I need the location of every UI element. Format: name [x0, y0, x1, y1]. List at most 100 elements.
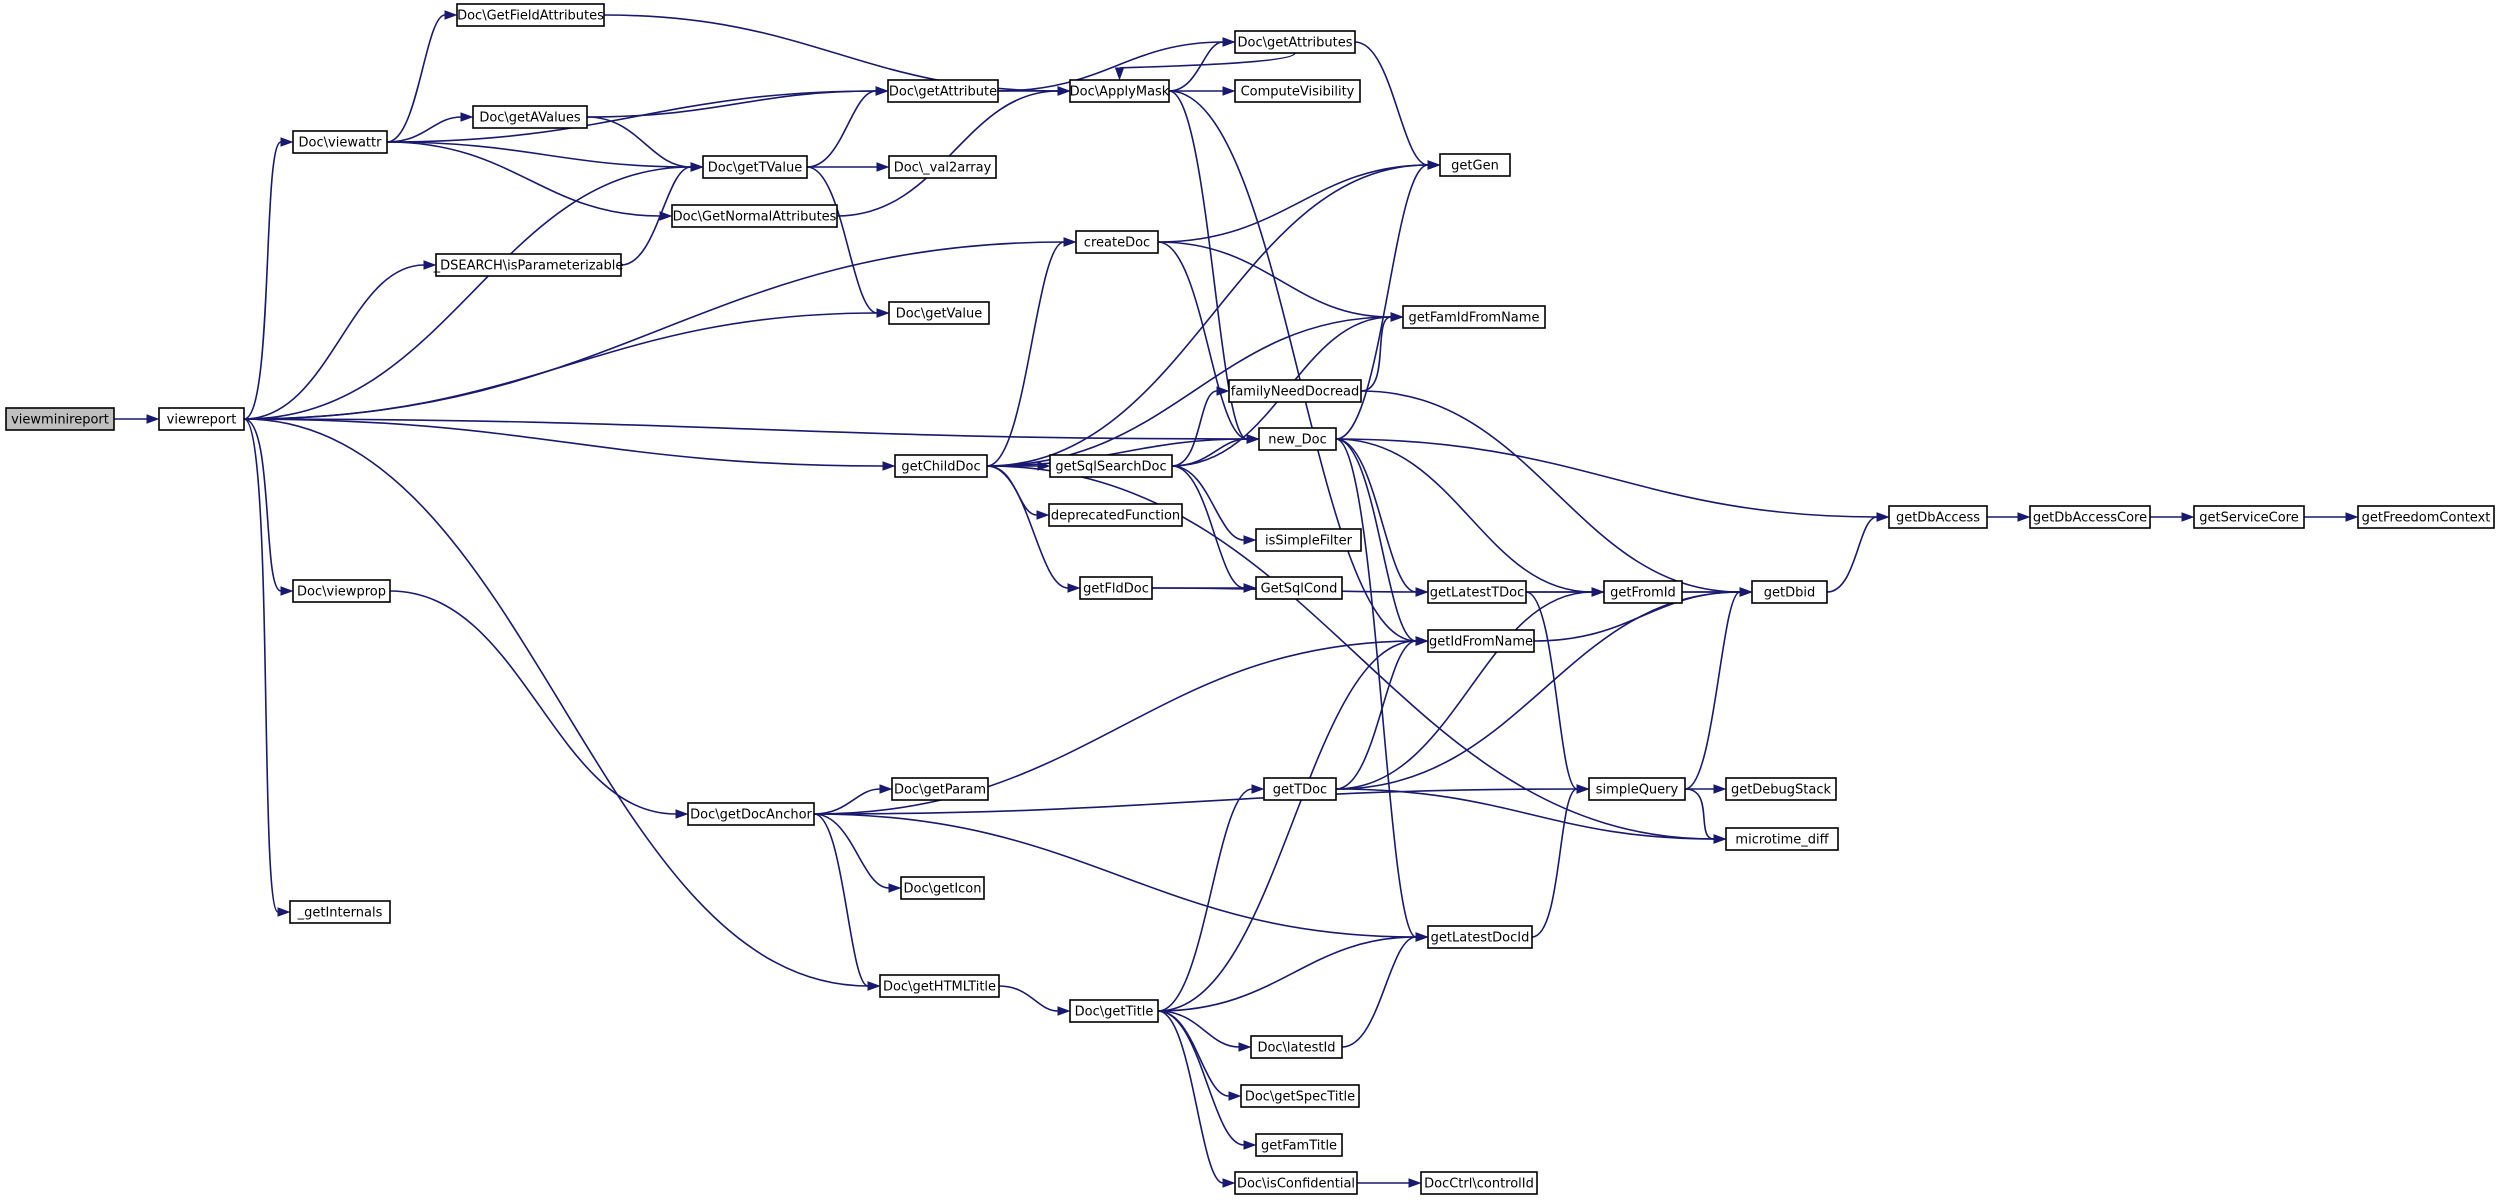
node-get-title[interactable]: Doc\getTitle: [1069, 999, 1159, 1023]
node-get-attribute[interactable]: Doc\getAttribute: [887, 79, 999, 103]
node-get-doc-anchor[interactable]: Doc\getDocAnchor: [687, 802, 815, 826]
node-viewattr[interactable]: Doc\viewattr: [292, 130, 388, 154]
node-box: [5, 407, 115, 431]
edge-get-title-to-get-tdoc: [1157, 784, 1265, 1012]
node-box: [1255, 576, 1343, 600]
node-label: getFromId: [1610, 586, 1676, 601]
node-viewreport[interactable]: viewreport: [158, 407, 245, 431]
node-simple-query[interactable]: simpleQuery: [1588, 777, 1686, 801]
node-label: Doc\isConfidential: [1237, 1177, 1355, 1192]
edge-new-doc-to-get-latest-tdoc: [1335, 438, 1429, 597]
node-box: [1420, 1171, 1538, 1195]
node-label: getGen: [1451, 159, 1499, 174]
node-get-tvalue[interactable]: Doc\getTValue: [702, 155, 808, 179]
node-get-attributes[interactable]: Doc\getAttributes: [1234, 30, 1356, 54]
node-new-doc[interactable]: new_Doc: [1258, 427, 1337, 451]
edge-viewprop-to-get-doc-anchor: [389, 590, 689, 819]
node-box: [887, 79, 999, 103]
node-deprecated-function[interactable]: deprecatedFunction: [1048, 503, 1183, 527]
edge-get-child-doc-to-create-doc: [986, 237, 1077, 467]
node-get-htmltitle[interactable]: Doc\getHTMLTitle: [879, 974, 1000, 998]
node-label: createDoc: [1084, 236, 1150, 251]
node-label: Doc\getHTMLTitle: [883, 980, 996, 995]
node-control-id[interactable]: DocCtrl\controlId: [1420, 1171, 1538, 1195]
node-get-child-doc[interactable]: getChildDoc: [894, 454, 988, 478]
node-get-dbid[interactable]: getDbid: [1751, 580, 1828, 604]
edge-create-doc-to-get-fam-id-from-name: [1157, 241, 1404, 322]
node-family-need-docread[interactable]: familyNeedDocread: [1228, 379, 1362, 403]
node-get-from-id[interactable]: getFromId: [1603, 580, 1683, 604]
node-is-simple-filter[interactable]: isSimpleFilter: [1255, 528, 1362, 552]
node-compute-visibility[interactable]: ComputeVisibility: [1234, 79, 1361, 103]
node-get-icon[interactable]: Doc\getIcon: [900, 876, 985, 900]
edge-create-doc-to-new-doc: [1157, 241, 1260, 444]
node-label: Doc\viewattr: [299, 136, 383, 151]
node-box: [888, 155, 997, 179]
node-get-gen[interactable]: getGen: [1439, 153, 1511, 177]
edge-new-doc-to-get-db-access: [1335, 438, 1890, 522]
node-box: [1234, 79, 1361, 103]
node-get-id-from-name[interactable]: getIdFromName: [1427, 629, 1535, 653]
node-get-sql-cond[interactable]: GetSqlCond: [1255, 576, 1343, 600]
node-get-fam-title[interactable]: getFamTitle: [1255, 1133, 1343, 1157]
node-get-normal-attributes[interactable]: Doc\GetNormalAttributes: [671, 204, 838, 228]
edge-apply-mask-to-get-attributes: [1168, 37, 1236, 92]
node-box: [671, 204, 838, 228]
node-label: GetSqlCond: [1261, 582, 1338, 597]
edge-viewreport-to-get-value: [243, 308, 890, 420]
node-get-spec-title[interactable]: Doc\getSpecTitle: [1240, 1084, 1360, 1108]
node-get-internals[interactable]: _getInternals: [289, 900, 391, 924]
node-get-avalues[interactable]: Doc\getAValues: [472, 105, 588, 129]
node-box: [2029, 505, 2151, 529]
node-dsearch[interactable]: _DSEARCH\isParameterizable: [433, 253, 624, 277]
node-val2array[interactable]: Doc\_val2array: [888, 155, 997, 179]
edge-viewreport-to-new-doc: [243, 418, 1260, 444]
node-box: [1069, 79, 1170, 103]
node-get-latest-tdoc[interactable]: getLatestTDoc: [1427, 580, 1527, 604]
node-get-debug-stack[interactable]: getDebugStack: [1725, 777, 1837, 801]
node-box: [2193, 505, 2305, 529]
node-viewprop[interactable]: Doc\viewprop: [292, 579, 391, 603]
node-get-db-access[interactable]: getDbAccess: [1888, 505, 1988, 529]
node-get-value[interactable]: Doc\getValue: [888, 301, 990, 325]
node-get-fam-id-from-name[interactable]: getFamIdFromName: [1402, 305, 1546, 329]
node-label: getFamTitle: [1261, 1139, 1337, 1154]
nodes: viewminireport viewreport Doc\GetFieldAttr…: [5, 3, 2495, 1195]
edge-get-title-to-latest-id: [1157, 1010, 1252, 1052]
node-get-freedom-context[interactable]: getFreedomContext: [2357, 505, 2495, 529]
node-box: [1255, 1133, 1343, 1157]
node-get-db-access-core[interactable]: getDbAccessCore: [2029, 505, 2151, 529]
node-box: [292, 579, 391, 603]
node-microtime-diff[interactable]: microtime_diff: [1725, 827, 1839, 851]
edge-get-title-to-get-spec-title: [1157, 1010, 1242, 1101]
node-box: [456, 3, 605, 27]
node-get-param[interactable]: Doc\getParam: [891, 777, 989, 801]
node-create-doc[interactable]: createDoc: [1075, 230, 1159, 254]
node-box: [1263, 777, 1337, 801]
node-get-fld-doc[interactable]: getFldDoc: [1079, 576, 1153, 600]
node-label: Doc\_val2array: [894, 161, 992, 176]
node-get-sql-search-doc[interactable]: getSqlSearchDoc: [1049, 454, 1173, 478]
node-box: [1240, 1084, 1360, 1108]
node-get-latest-doc-id[interactable]: getLatestDocId: [1427, 925, 1533, 949]
node-box: [1427, 580, 1527, 604]
edge-viewreport-to-viewprop: [243, 418, 294, 596]
edges: [114, 10, 2359, 1188]
node-viewminireport[interactable]: viewminireport: [5, 407, 115, 431]
node-box: [472, 105, 588, 129]
node-get-field-attributes[interactable]: Doc\GetFieldAttributes: [456, 3, 605, 27]
node-label: Doc\getSpecTitle: [1245, 1090, 1355, 1105]
edge-new-doc-to-get-latest-doc-id: [1335, 438, 1429, 942]
node-label: new_Doc: [1268, 433, 1326, 448]
node-label: DocCtrl\controlId: [1424, 1177, 1534, 1192]
node-box: [1427, 925, 1533, 949]
node-apply-mask[interactable]: Doc\ApplyMask: [1069, 79, 1170, 103]
node-is-confidential[interactable]: Doc\isConfidential: [1234, 1171, 1358, 1195]
node-label: Doc\getValue: [896, 307, 983, 322]
edge-simple-query-to-get-debug-stack: [1684, 784, 1727, 794]
node-label: _getInternals: [297, 906, 383, 921]
node-get-tdoc[interactable]: getTDoc: [1263, 777, 1337, 801]
node-latest-id[interactable]: Doc\latestId: [1250, 1035, 1343, 1059]
edge-viewattr-to-get-field-attributes: [386, 10, 458, 143]
node-get-service-core[interactable]: getServiceCore: [2193, 505, 2305, 529]
